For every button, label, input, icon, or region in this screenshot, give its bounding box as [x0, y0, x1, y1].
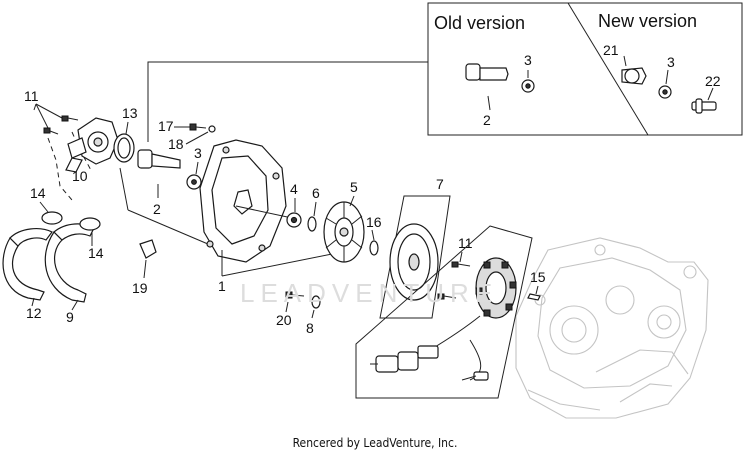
flywheel-frame — [379, 195, 451, 319]
cooling-fan-5 — [323, 201, 365, 263]
bolt-20 — [285, 291, 305, 299]
callout-14-left: 14 — [30, 185, 46, 201]
water-pump-cover-10 — [65, 117, 119, 173]
callout-17: 17 — [158, 118, 174, 134]
callout-6: 6 — [312, 185, 320, 201]
callout-4: 4 — [290, 181, 298, 197]
assembly-guide-left — [47, 137, 73, 201]
ring-6 — [307, 216, 317, 232]
woodruff-key-15 — [527, 293, 541, 301]
old-version-label: Old version — [434, 13, 525, 33]
washer-8 — [311, 295, 321, 309]
callout-3-old: 3 — [524, 52, 532, 68]
watermark: LEADVENTURE — [240, 278, 499, 308]
version-comparison-box: Old version New version 2 3 21 3 22 — [427, 2, 743, 136]
version-box-frame — [427, 2, 743, 136]
washer-16 — [369, 240, 379, 256]
pump-shaft-2 — [137, 149, 181, 169]
engine-crankcase-outline — [515, 237, 709, 419]
screw-11-d — [437, 293, 457, 300]
screw-17 — [189, 123, 207, 131]
generator-cover-1 — [199, 139, 287, 263]
callout-20: 20 — [276, 312, 292, 328]
leader-2-left — [119, 167, 129, 211]
version-box-connector — [147, 61, 428, 142]
clip-19 — [139, 239, 157, 259]
callout-3-new: 3 — [667, 54, 675, 70]
pickup-sensor — [473, 371, 489, 381]
new-pump-shaft-parts — [621, 67, 717, 114]
callout-14-right: 14 — [88, 245, 104, 261]
old-pump-shaft — [465, 63, 535, 93]
screw-11-c — [451, 261, 471, 268]
screw-11-b — [43, 127, 59, 135]
hose-clamp-14-left — [41, 211, 63, 225]
callout-10: 10 — [72, 168, 88, 184]
screw-11-a — [61, 115, 79, 122]
flywheel-7 — [389, 223, 439, 301]
callout-12: 12 — [26, 305, 42, 321]
callout-3: 3 — [194, 145, 202, 161]
callout-5: 5 — [350, 179, 358, 195]
callout-19: 19 — [132, 280, 148, 296]
callout-16: 16 — [366, 214, 382, 230]
callout-22: 22 — [705, 73, 721, 89]
callout-11-right: 11 — [458, 235, 473, 251]
coolant-hose-9 — [44, 223, 95, 303]
callout-9: 9 — [66, 309, 74, 325]
callout-15: 15 — [530, 269, 546, 285]
footer-credit: Rencered by LeadVenture, Inc. — [292, 436, 458, 450]
callout-18: 18 — [168, 136, 184, 152]
version-box-divider — [567, 2, 649, 136]
washer-18 — [208, 125, 216, 133]
callout-7: 7 — [436, 176, 444, 192]
coolant-hose-12 — [2, 228, 53, 301]
wiring-connector — [370, 345, 439, 373]
new-version-label: New version — [598, 11, 697, 31]
callout-21: 21 — [603, 42, 619, 58]
callout-8: 8 — [306, 320, 314, 336]
callout-1: 1 — [218, 278, 226, 294]
axis-line-cover — [235, 205, 293, 219]
hose-clamp-14-right — [79, 217, 101, 231]
stator-coil — [475, 257, 517, 319]
callout-2-old: 2 — [483, 112, 491, 128]
callout-11-left: 11 — [24, 88, 39, 104]
stator-frame — [355, 225, 533, 399]
callout-2: 2 — [153, 201, 161, 217]
callout-13: 13 — [122, 105, 138, 121]
